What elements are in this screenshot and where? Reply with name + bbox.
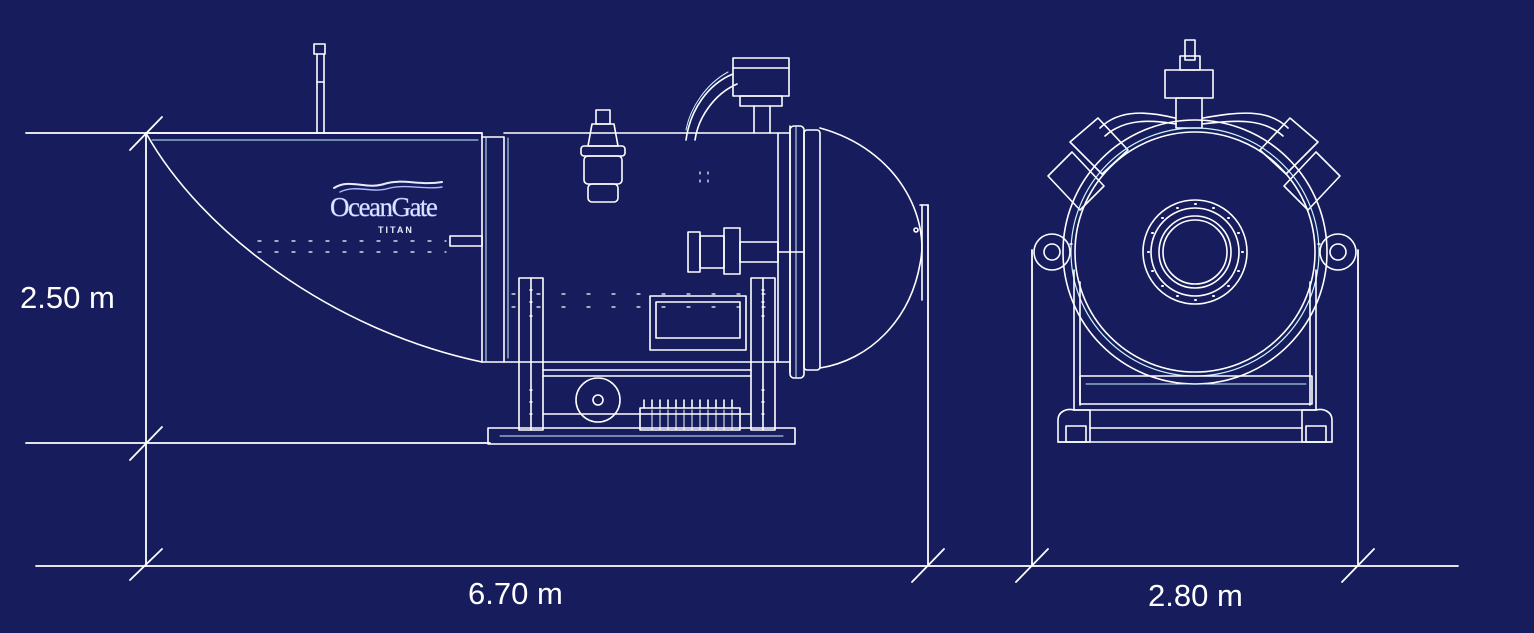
front-left-thruster: [1047, 112, 1177, 211]
length-dimension-label: 6.70 m: [468, 576, 563, 611]
dimension-lines: [25, 116, 1459, 583]
tail-fairing: [145, 132, 505, 363]
tick-height-bottom: [129, 426, 163, 461]
logo-model-text: TITAN: [378, 225, 414, 235]
tick-width-right: [1341, 548, 1375, 583]
tick-length-left: [129, 548, 163, 581]
tick-length-right: [911, 548, 945, 583]
front-side-lugs: [1033, 233, 1357, 271]
front-view: [1033, 39, 1357, 443]
skid-frame: [487, 277, 796, 445]
rivet-row-tail: [257, 240, 447, 253]
front-frame: [1057, 269, 1333, 443]
top-camera-pod: [580, 109, 626, 203]
width-dimension-label: 2.80 m: [1148, 578, 1243, 613]
vertical-pipe: [685, 57, 790, 141]
main-hull: [503, 125, 791, 373]
antenna: [313, 43, 326, 134]
logo-brand-text: OceanGate: [330, 192, 438, 222]
height-dimension-label: 2.50 m: [20, 280, 115, 315]
side-thruster: [687, 227, 805, 275]
tick-width-left: [1015, 548, 1049, 583]
side-view: [145, 43, 929, 445]
forward-dome: [789, 125, 929, 379]
front-mast: [1164, 39, 1214, 129]
oceangate-logo: OceanGate TITAN: [330, 176, 480, 240]
wave-icon: [333, 180, 443, 193]
flange-bolts: [1147, 203, 1244, 301]
front-hull: [1062, 119, 1328, 385]
front-right-thruster: [1201, 112, 1341, 211]
